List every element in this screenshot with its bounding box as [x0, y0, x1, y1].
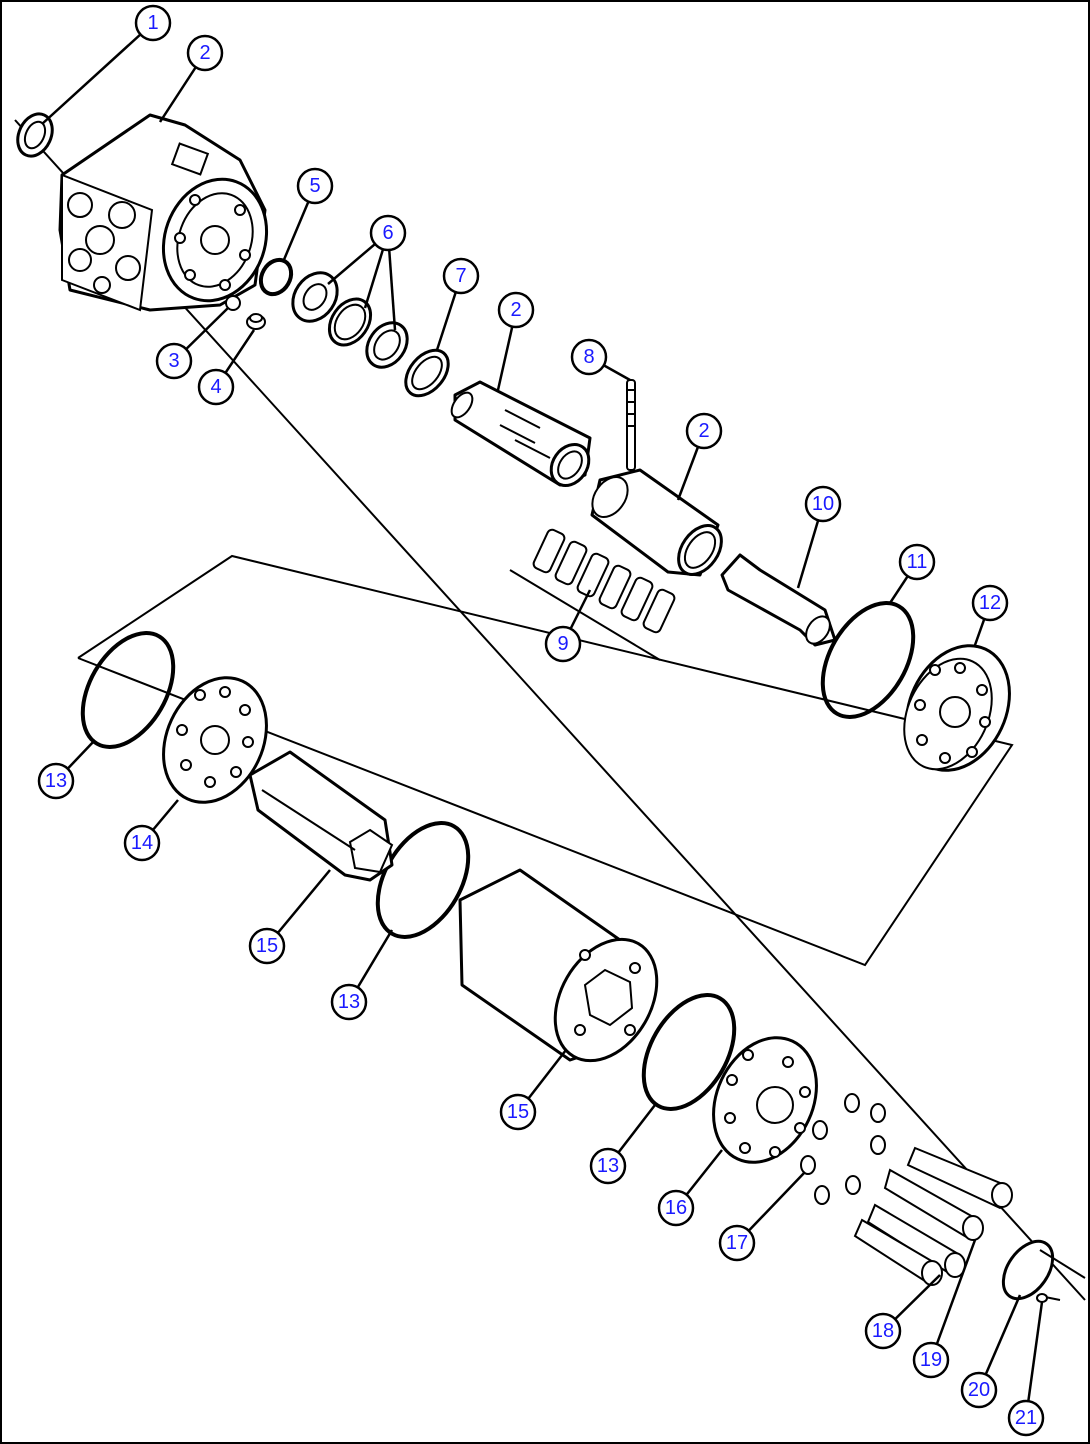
svg-text:21: 21: [1015, 1407, 1037, 1429]
retaining-ring-7-part: [404, 348, 450, 398]
assembly-axis-lines: [14, 119, 1086, 1301]
svg-text:17: 17: [726, 1232, 748, 1254]
spool-part: [450, 380, 592, 487]
svg-text:15: 15: [507, 1101, 529, 1123]
bolts-part: [853, 1146, 1013, 1286]
svg-text:15: 15: [256, 935, 278, 957]
svg-text:2: 2: [199, 42, 210, 64]
callout-13: 13: [37, 762, 75, 800]
rotor-part: [248, 750, 394, 882]
o-ring-5-part: [258, 257, 294, 297]
svg-text:4: 4: [210, 376, 221, 398]
callout-9: 9: [544, 625, 582, 663]
callout-19: 19: [912, 1341, 950, 1379]
svg-text:5: 5: [309, 175, 320, 197]
svg-text:18: 18: [872, 1320, 894, 1342]
o-ring-13c-part: [641, 993, 737, 1111]
dust-cap-part: [1001, 1239, 1086, 1301]
spacer-plate-part: [903, 644, 1011, 772]
callout-16: 16: [657, 1189, 695, 1227]
callout-18: 18: [864, 1312, 902, 1350]
callout-2: 2: [186, 34, 224, 72]
svg-text:20: 20: [968, 1379, 990, 1401]
callout-20: 20: [960, 1371, 998, 1409]
svg-text:10: 10: [812, 493, 834, 515]
svg-text:16: 16: [665, 1197, 687, 1219]
plug-part: [246, 313, 266, 330]
svg-text:13: 13: [338, 991, 360, 1013]
bearing-set-part: [291, 271, 409, 369]
callout-21: 21: [1007, 1399, 1045, 1437]
callout-13: 13: [589, 1147, 627, 1185]
svg-text:8: 8: [583, 346, 594, 368]
callout-12: 12: [971, 584, 1009, 622]
svg-text:2: 2: [698, 420, 709, 442]
gerotor-housing-part: [458, 868, 659, 1063]
svg-text:2: 2: [510, 299, 521, 321]
svg-text:13: 13: [597, 1155, 619, 1177]
end-cap-part: [712, 1036, 818, 1164]
callout-4: 4: [197, 368, 235, 406]
callout-1: 1: [134, 4, 172, 42]
centering-spring-set-part: [509, 528, 676, 661]
callout-7: 7: [442, 257, 480, 295]
svg-text:13: 13: [45, 770, 67, 792]
callout-2: 2: [685, 412, 723, 450]
valve-housing-part: [58, 113, 269, 312]
seal-ring-part: [16, 112, 54, 158]
o-ring-11-part: [820, 601, 916, 719]
sleeve-part: [590, 468, 723, 577]
callout-15: 15: [499, 1093, 537, 1131]
svg-text:19: 19: [920, 1349, 942, 1371]
svg-text:7: 7: [455, 265, 466, 287]
svg-text:11: 11: [907, 551, 928, 573]
callout-11: 11: [898, 543, 936, 581]
callout-14: 14: [123, 824, 161, 862]
callout-8: 8: [570, 338, 608, 376]
o-ring-13a-part: [80, 631, 176, 749]
svg-text:3: 3: [168, 350, 179, 372]
callout-10: 10: [804, 485, 842, 523]
callout-6: 6: [369, 214, 407, 252]
callout-2: 2: [497, 291, 535, 329]
callout-3: 3: [155, 342, 193, 380]
port-plate-part: [162, 676, 268, 804]
washers-part: [800, 1093, 886, 1205]
svg-text:12: 12: [979, 592, 1001, 614]
callout-13: 13: [330, 983, 368, 1021]
svg-text:6: 6: [382, 222, 393, 244]
callout-5: 5: [296, 167, 334, 205]
cross-pin-part: [626, 379, 636, 471]
callout-17: 17: [718, 1224, 756, 1262]
check-ball-part: [225, 295, 241, 311]
callouts: 1 2 2 2 3 4 5 6 7 8 9 10 11 12 13 13 13 …: [37, 4, 1045, 1437]
callout-15: 15: [248, 927, 286, 965]
svg-text:9: 9: [557, 633, 568, 655]
svg-text:1: 1: [147, 12, 158, 34]
svg-text:14: 14: [131, 832, 153, 854]
